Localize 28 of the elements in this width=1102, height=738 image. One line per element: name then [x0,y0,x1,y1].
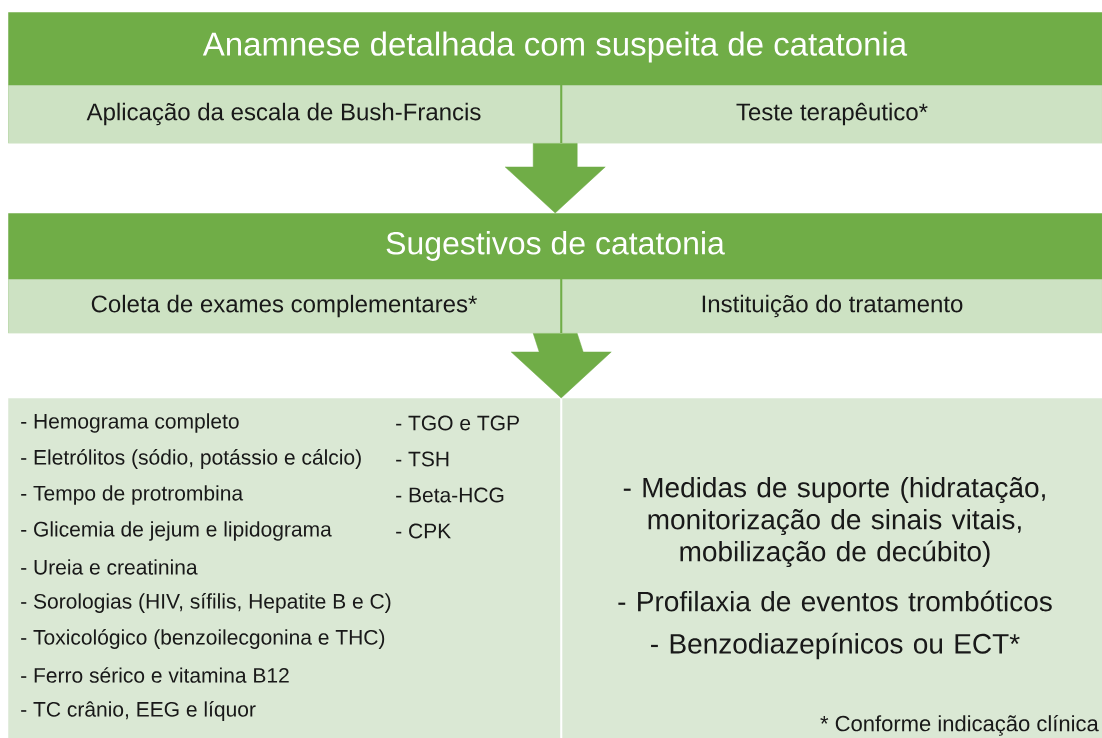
node-label: - Glicemia de jejum e lipidograma [21,521,332,541]
node-label: - Sorologias (HIV, sífilis, Hepatite B e C) [21,593,391,613]
node-label: - TC crânio, EEG e líquor [21,701,256,721]
node-label: - Toxicológico (benzoilecgonina e THC) [21,629,385,649]
node-label: - TSH [396,451,449,467]
node-label: - TGO e TGP [396,415,519,431]
node-label: Teste terapêutico* [736,102,928,126]
node-label: - Ureia e creatinina [21,559,198,575]
footnote: * Conforme indicação clínica [820,714,1099,736]
node-label: - Ferro sérico e vitamina B12 [21,667,289,683]
node-label: - Tempo de protrombina [21,485,244,505]
node-label: - Medidas de suporte (hidratação, monitorização de sinais vitais, mobilização de decúbito) [623,476,1045,568]
panel: - Hemograma completo - Eletrólitos (sódio, potássio e cálcio) - Tempo de protrombina - Glicemia de jejum e lipidograma - Ureia e creatinina - Sorologias (HIV, sífilis, Hepatite B e C) - Toxicológico (benzoilecgonina e THC) - Ferro sérico e vitamina B12 - TC crânio, EEG e líquor - TGO e TGP - TSH - Beta-HCG - CPK [8,398,561,738]
node-label: - Benzodiazepínicos ou ECT* [651,632,1020,660]
table-cell: Coleta de exames complementares* [8,279,561,334]
node-label: - Profilaxia de eventos trombóticos [618,590,1052,612]
table-cell: Instituição do tratamento [562,279,1102,334]
node-label: - Eletrólitos (sódio, potássio e cálcio) [21,449,361,469]
node-label: Aplicação da escala de Bush-Francis [86,102,481,126]
node-label: Instituição do tratamento [702,294,963,318]
arrow [504,143,606,214]
node-label: - Beta-HCG [396,487,504,503]
node-label: - CPK [396,523,451,539]
table-cell: Aplicação da escala de Bush-Francis [8,85,561,144]
node-label: - Hemograma completo [21,413,239,433]
node-label: Coleta de exames complementares* [91,294,477,318]
arrow [510,333,612,399]
table-cell: Teste terapêutico* [562,85,1102,144]
